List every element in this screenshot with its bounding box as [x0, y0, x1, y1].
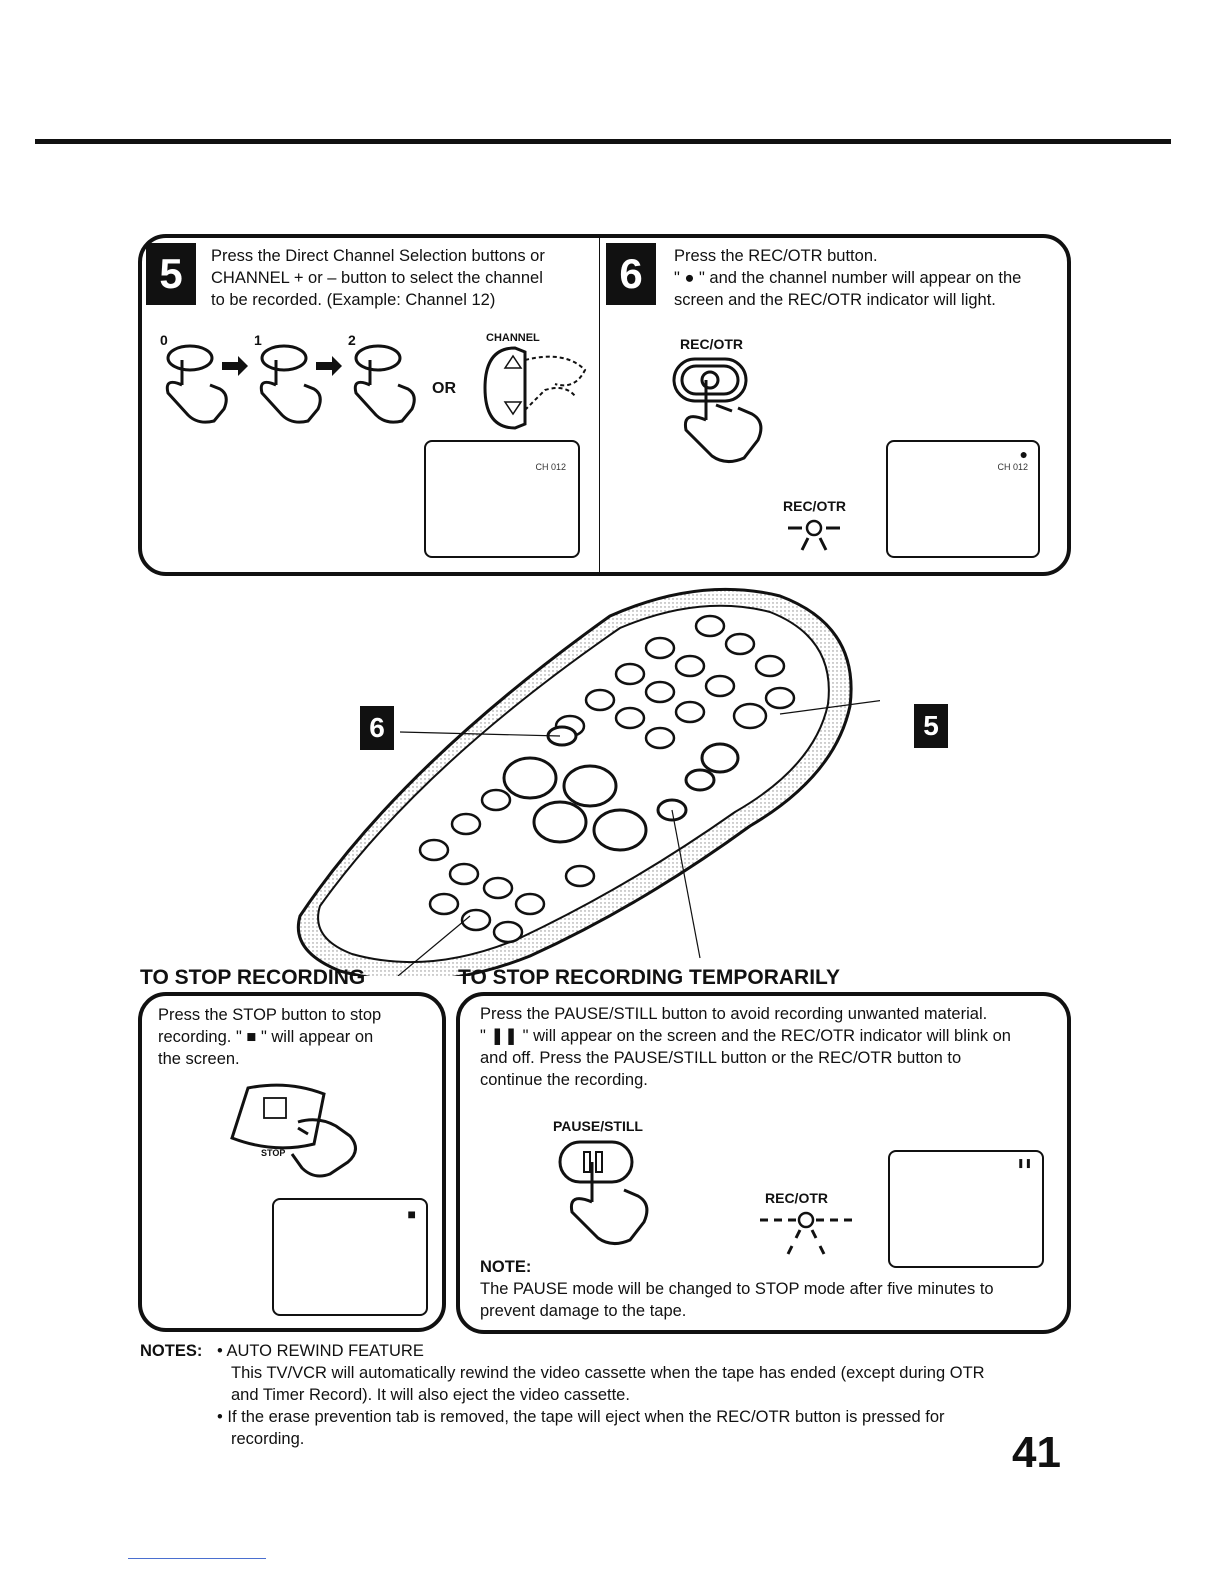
step-6-badge: 6: [606, 243, 656, 305]
tv-screen-step5: CH 012: [424, 440, 580, 558]
digit-1-label: 1: [254, 332, 262, 348]
hand-press-1-icon: [259, 344, 322, 424]
stop-temporarily-text: Press the PAUSE/STILL button to avoid re…: [480, 1003, 1011, 1091]
or-label: OR: [432, 380, 456, 397]
text-line: " ❚❚ " will appear on the screen and the…: [480, 1027, 1011, 1045]
text-line: " ● " and the channel number will appear…: [674, 269, 1022, 287]
text-line: and Timer Record). It will also eject th…: [231, 1386, 630, 1404]
callout-line-stop: [397, 915, 471, 976]
rec-otr-indicator-blink-icon: [760, 1211, 852, 1255]
rec-otr-indicator-lit-icon: [788, 519, 840, 551]
tv-screen-stop: ■: [272, 1198, 428, 1316]
screen-pause-mark: ❚❚: [1016, 1158, 1032, 1168]
pause-still-press-illustration: [558, 1140, 649, 1245]
remote-lower-buttons: [418, 788, 596, 944]
text-line: Press the Direct Channel Selection butto…: [211, 247, 545, 265]
page-number: 41: [1012, 1428, 1061, 1477]
callout-line-pause: [671, 809, 701, 959]
channel-rocker-icon: [483, 346, 587, 430]
step-6-text: Press the REC/OTR button. " ● " and the …: [674, 245, 1021, 311]
text-line: to be recorded. (Example: Channel 12): [211, 291, 496, 309]
text-line: The PAUSE mode will be changed to STOP m…: [480, 1280, 994, 1298]
text-line: This TV/VCR will automatically rewind th…: [231, 1364, 985, 1382]
text-line: recording. " ■ " will appear on: [158, 1028, 374, 1046]
text-line: screen and the REC/OTR indicator will li…: [674, 291, 996, 309]
hand-press-0-icon: [165, 344, 228, 424]
arrow-right-icon: [316, 356, 342, 376]
stop-recording-panel: [138, 992, 446, 1332]
rec-otr-press-illustration: [672, 357, 763, 463]
digit-0-label: 0: [160, 332, 168, 348]
tv-screen-step6: ● CH 012: [886, 440, 1040, 558]
text-line-part: recording.: [231, 1430, 305, 1448]
stop-button-label: STOP: [261, 1148, 286, 1158]
stop-temporarily-heading: TO STOP RECORDING TEMPORARILY: [458, 966, 840, 989]
text-line: the screen.: [158, 1050, 240, 1068]
pause-note-title: NOTE:: [480, 1258, 532, 1276]
notes-title: NOTES:: [140, 1342, 203, 1360]
digit-2-label: 2: [348, 332, 356, 348]
notes-item1-text: This TV/VCR will automatically rewind th…: [231, 1362, 985, 1406]
direct-channel-press-illustration: [165, 344, 587, 430]
pause-note-text: The PAUSE mode will be changed to STOP m…: [480, 1278, 994, 1322]
header-rule: [35, 139, 1171, 144]
notes-item2-text: • If the erase prevention tab is removed…: [217, 1406, 945, 1450]
step-5-badge: 5: [146, 243, 196, 305]
text-line: • If the erase prevention tab is removed…: [217, 1408, 945, 1426]
remote-transport-buttons: [502, 725, 740, 852]
stop-hand-icon: [230, 1083, 357, 1178]
screen-stop-mark: ■: [407, 1206, 416, 1222]
text-line: and off. Press the PAUSE/STILL button or…: [480, 1049, 962, 1067]
remote-number-buttons: [554, 614, 796, 750]
remote-callout-6: 6: [360, 706, 394, 750]
notes-item1-title: • AUTO REWIND FEATURE: [217, 1342, 424, 1360]
stop-temporarily-panel: [456, 992, 1071, 1334]
pause-still-button-label: PAUSE/STILL: [553, 1118, 643, 1134]
steps-panel: [138, 234, 1071, 576]
stop-recording-heading: TO STOP RECORDING: [140, 966, 366, 989]
text-line: CHANNEL + or – button to select the chan…: [211, 269, 543, 287]
screen-rec-mark: ●: [1019, 446, 1028, 462]
tv-screen-pause: ❚❚: [888, 1150, 1044, 1268]
stop-recording-text: Press the STOP button to stop recording.…: [158, 1004, 381, 1070]
pause-rec-otr-indicator-label: REC/OTR: [765, 1190, 828, 1206]
rec-otr-indicator-label: REC/OTR: [783, 498, 846, 514]
steps-divider: [599, 238, 600, 572]
pause-hand-icon: [558, 1140, 649, 1245]
text-line: Press the PAUSE/STILL button to avoid re…: [480, 1005, 988, 1023]
channel-label: CHANNEL: [486, 332, 540, 344]
hand-press-2-icon: [353, 344, 416, 424]
text-line: prevent damage to the tape.: [480, 1302, 687, 1320]
screen-channel-text: CH 012: [535, 462, 566, 472]
callout-line-5: [779, 700, 880, 715]
screen-channel-text: CH 012: [997, 462, 1028, 472]
stop-button-press-illustration: [230, 1083, 357, 1178]
rec-otr-button-label: REC/OTR: [680, 336, 743, 352]
text-line: recording.: [217, 1428, 945, 1450]
text-line: Press the REC/OTR button.: [674, 247, 878, 265]
footer-line: [128, 1558, 266, 1559]
text-line: Press the STOP button to stop: [158, 1006, 382, 1024]
callout-line-6: [399, 731, 561, 737]
remote-control-illustration: [296, 587, 880, 976]
rec-otr-hand-icon: [672, 357, 763, 463]
arrow-right-icon: [222, 356, 248, 376]
remote-callout-5: 5: [914, 704, 948, 748]
text-line: continue the recording.: [480, 1071, 648, 1089]
step-5-text: Press the Direct Channel Selection butto…: [211, 245, 545, 311]
